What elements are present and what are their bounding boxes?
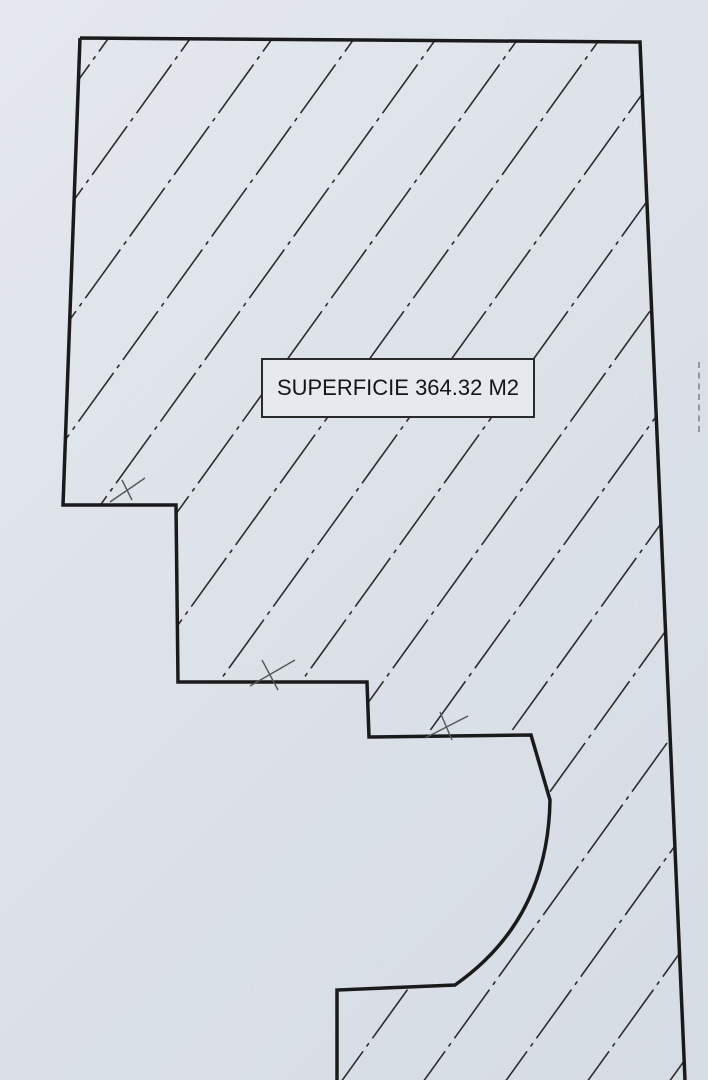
hatch-line — [63, 38, 173, 1080]
hatch-line — [63, 38, 419, 1080]
hatch-line — [63, 38, 337, 1080]
hatch-line — [163, 38, 685, 1080]
hatch-line — [63, 38, 583, 1080]
area-label: SUPERFICIE 364.32 M2 — [261, 358, 535, 418]
hatch-line — [655, 38, 685, 1080]
cross-mark-icon — [249, 659, 296, 691]
cross-mark-icon — [109, 477, 146, 503]
hatch-line — [409, 38, 685, 1080]
margin-dash-mark — [698, 362, 704, 432]
cross-mark-icon — [424, 711, 469, 741]
parcel-boundary — [61, 36, 687, 1080]
hatch-line — [491, 38, 685, 1080]
hatch-line — [63, 38, 255, 1080]
hatch-line — [63, 38, 665, 1080]
hatch-line — [0, 0, 8, 1080]
hatch-line — [245, 38, 685, 1080]
